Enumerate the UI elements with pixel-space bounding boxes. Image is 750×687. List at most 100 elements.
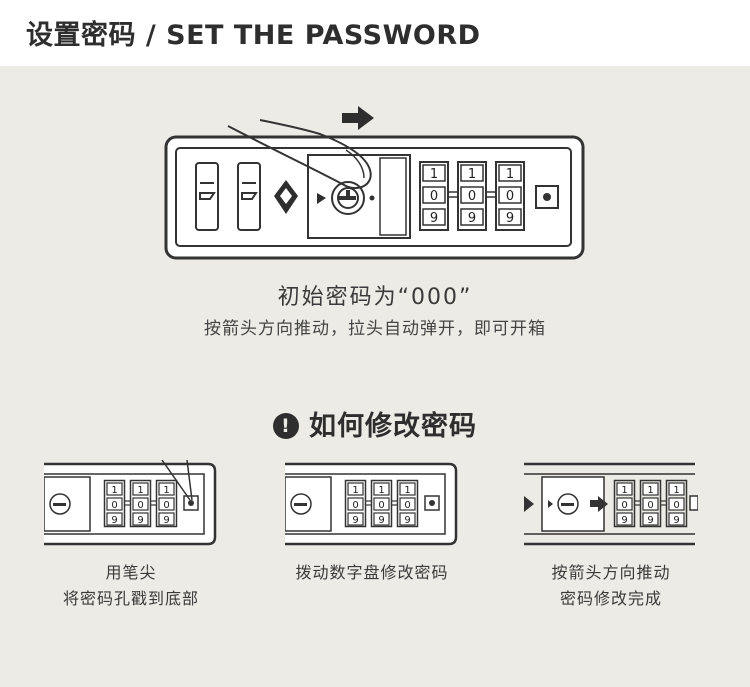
dial-digit-box	[158, 482, 175, 496]
dial-digit-box	[106, 497, 123, 511]
dial-digit-box	[642, 482, 659, 496]
dial-digit: 1	[673, 485, 679, 496]
dial-digit-box	[373, 497, 390, 511]
dial-digit-box	[106, 512, 123, 526]
dial-digit-box	[399, 512, 416, 526]
dial-digit-box	[158, 512, 175, 526]
section-title-text: 如何修改密码	[309, 411, 477, 442]
dial-digit: 1	[404, 485, 410, 496]
dial-digit-box	[132, 512, 149, 526]
dial-digit: 9	[430, 211, 438, 226]
dial-digit: 9	[137, 515, 143, 526]
dial-digit-box	[498, 186, 522, 204]
dial-digit-box	[642, 512, 659, 526]
dial-digit-box	[668, 497, 685, 511]
dial-digit-box	[460, 208, 484, 226]
dial-digit-box	[132, 482, 149, 496]
dial-digit: 0	[352, 500, 358, 511]
zipper-slot-icon	[195, 162, 261, 231]
step-3-line-1: 按箭头方向推动	[551, 563, 671, 582]
section-title: ! 如何修改密码	[0, 404, 750, 443]
dial-digit: 0	[378, 500, 384, 511]
dial-digit: 1	[506, 167, 514, 182]
push-arrow-icon	[342, 106, 374, 130]
reset-hole-icon	[535, 185, 559, 209]
dial-digit-box	[422, 186, 446, 204]
dial-digit-box	[132, 497, 149, 511]
combination-dials: 1 0 9 1 0 9 1 0 9	[613, 479, 688, 528]
dial-digit: 9	[621, 515, 627, 526]
step-2-caption: 拨动数字盘修改密码	[252, 560, 492, 586]
dial-digit-box	[616, 497, 633, 511]
step-1-line-2: 将密码孔戳到底部	[62, 589, 199, 608]
step-2-line-1: 拨动数字盘修改密码	[295, 563, 449, 582]
dial-digit: 0	[673, 500, 679, 511]
dial-digit-box	[422, 164, 446, 182]
push-arrow-icon	[590, 496, 608, 512]
page-title: 设置密码 / SET THE PASSWORD	[26, 20, 481, 51]
dial-digit: 0	[468, 189, 476, 204]
dial-digit: 0	[647, 500, 653, 511]
dial-digit: 0	[111, 500, 117, 511]
dial-digit-box	[460, 186, 484, 204]
dial-digit: 9	[647, 515, 653, 526]
dial-digit: 1	[647, 485, 653, 496]
header: 设置密码 / SET THE PASSWORD	[0, 0, 750, 66]
dial-digit: 0	[163, 500, 169, 511]
pen-tip-icon	[161, 460, 193, 501]
dial-digit-box	[347, 482, 364, 496]
tsa-logo-icon	[274, 180, 298, 214]
dial-digit: 0	[404, 500, 410, 511]
dial-digit: 9	[111, 515, 117, 526]
step-3-illustration: 1 0 9 1 0 9 1 0 9	[524, 462, 698, 546]
dial-digit-box	[347, 497, 364, 511]
dial-digit-box	[422, 208, 446, 226]
arrow-icon	[524, 496, 534, 512]
dial-digit-box	[498, 208, 522, 226]
dial-digit-box	[347, 512, 364, 526]
dial-digit-box	[668, 512, 685, 526]
dial-digit-box	[616, 482, 633, 496]
key-lock-icon	[290, 493, 312, 515]
dial-digit: 9	[352, 515, 358, 526]
dial-digit-box	[399, 482, 416, 496]
finger-icon	[227, 119, 372, 189]
dial-digit: 9	[673, 515, 679, 526]
dial-digit: 0	[506, 189, 514, 204]
key-lock-icon	[557, 493, 579, 515]
dial-digit: 9	[468, 211, 476, 226]
dial-digit: 1	[137, 485, 143, 496]
dial-digit: 9	[404, 515, 410, 526]
key-lock-icon	[331, 181, 365, 215]
dial-digit: 1	[352, 485, 358, 496]
initial-password-caption: 初始密码为“000”	[277, 285, 473, 310]
dial-digit-box	[158, 497, 175, 511]
dial-digit-box	[642, 497, 659, 511]
dial-digit: 1	[430, 167, 438, 182]
dial-digit: 9	[506, 211, 514, 226]
step-3-line-2: 密码修改完成	[559, 589, 662, 608]
dial-digit-box	[106, 482, 123, 496]
dial-digit: 0	[621, 500, 627, 511]
step-1-line-1: 用笔尖	[105, 563, 157, 582]
dial-digit: 9	[163, 515, 169, 526]
dial-digit-box	[460, 164, 484, 182]
dial-digit-box	[399, 497, 416, 511]
key-lock-icon	[49, 493, 71, 515]
step-3-caption: 按箭头方向推动 密码修改完成	[491, 560, 731, 612]
open-instruction: 按箭头方向推动，拉头自动弹开，即可开箱	[204, 319, 546, 339]
step-1-caption: 用笔尖 将密码孔戳到底部	[11, 560, 251, 612]
dial-digit-box	[498, 164, 522, 182]
dial-digit: 0	[137, 500, 143, 511]
dial-digit: 1	[468, 167, 476, 182]
exclamation-circle-icon: !	[273, 413, 299, 439]
dial-digit: 1	[111, 485, 117, 496]
dial-digit: 1	[378, 485, 384, 496]
dial-digit: 1	[621, 485, 627, 496]
